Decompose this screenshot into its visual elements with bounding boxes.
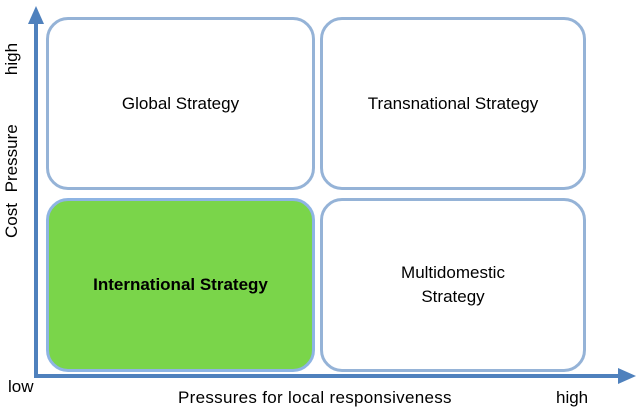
y-axis-high-label: high (2, 42, 21, 76)
quadrant-international-strategy: International Strategy (46, 198, 315, 372)
quadrant-global-strategy: Global Strategy (46, 17, 315, 190)
y-axis-arrowhead (28, 6, 44, 24)
quadrant-multidomestic-strategy: Multidomestic Strategy (320, 198, 586, 372)
quadrant-label: Global Strategy (121, 93, 240, 113)
y-axis-title: Cost Pressure (2, 124, 21, 238)
quadrant-label: Transnational Strategy (367, 93, 539, 113)
x-axis-title: Pressures for local responsiveness (178, 388, 452, 407)
quadrant-label: Multidomestic Strategy (401, 263, 505, 306)
quadrant-label: International Strategy (93, 275, 268, 294)
quadrant-transnational-strategy: Transnational Strategy (320, 17, 586, 190)
x-axis-arrowhead (618, 368, 636, 384)
x-axis-low-label: low (8, 377, 34, 396)
x-axis-high-label: high (556, 388, 589, 407)
